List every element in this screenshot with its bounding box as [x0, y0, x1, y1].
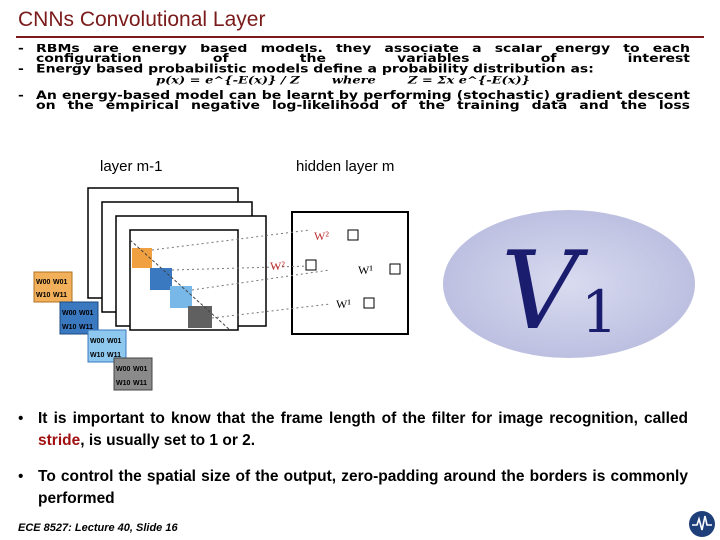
kernel-label: W01 [133, 366, 148, 373]
cnn-diagram: W² W² W¹ W¹ W00 W01 W10 W11 W00 W01 W10 … [33, 187, 409, 391]
receptive-field-lightblue [170, 286, 192, 308]
overlapping-text-block: - RBMs are energy based models. they ass… [18, 44, 690, 147]
kernel-blue: W00 W01 W10 W11 [59, 301, 99, 335]
connection-line [171, 265, 311, 271]
receptive-field-blue [150, 268, 172, 290]
receptive-field-orange [132, 248, 152, 268]
kernel-lightblue: W00 W01 W10 W11 [87, 329, 127, 363]
formula-right: Z = Σx e^{-E(x)} [407, 74, 530, 87]
v1-letter: V [501, 229, 589, 354]
bullet-dash: - [18, 44, 24, 56]
v1-ellipse [443, 210, 695, 358]
top-bullet: - RBMs are energy based models. they ass… [18, 44, 690, 66]
kernel-label: W11 [133, 380, 147, 387]
slide-footer: ECE 8527: Lecture 40, Slide 16 [18, 522, 178, 534]
kernel-label: W11 [107, 352, 121, 359]
top-bullet-text: RBMs are energy based models. they assoc… [36, 44, 690, 66]
kernel-label: W11 [79, 324, 93, 331]
bullet-list: • It is important to know that the frame… [18, 408, 688, 524]
top-bullet-text: Energy based probabilistic models define… [36, 62, 594, 76]
kernel-label: W10 [62, 324, 77, 331]
weight-w1a-box [389, 263, 401, 275]
weight-w2b-label: W² [270, 259, 285, 273]
kernel-label: W11 [53, 292, 67, 299]
formula-left: p(x) = e^{-E(x)} / Z [156, 74, 300, 87]
bullet-text: It is important to know that the frame l… [38, 408, 688, 452]
kernel-label: W01 [79, 310, 94, 317]
bullet-dot: • [18, 410, 24, 427]
bullet-text: To control the spatial size of the outpu… [38, 468, 688, 507]
v1-subscript: 1 [581, 278, 618, 346]
bullet-dash: - [18, 62, 24, 76]
title-rule [16, 36, 704, 38]
bullet-dot: • [18, 468, 24, 485]
layer-m-1-label: layer m-1 [100, 158, 163, 175]
connection-line [191, 269, 331, 291]
kernel-label: W00 [116, 366, 131, 373]
feature-map-front [129, 229, 239, 331]
bullet-item: • It is important to know that the frame… [18, 408, 688, 452]
globe-logo-icon [689, 511, 715, 537]
bullet-item: • To control the spatial size of the out… [18, 466, 688, 510]
energy-formula: p(x) = e^{-E(x)} / Z where Z = Σx e^{-E(… [36, 74, 690, 87]
top-bullet-text: An energy-based model can be learnt by p… [36, 89, 690, 113]
kernel-gray: W00 W01 W10 W11 [113, 357, 153, 391]
weight-w1b-label: W¹ [336, 297, 351, 311]
hidden-layer-label: hidden layer m [296, 158, 395, 175]
kernel-label: W00 [90, 338, 105, 345]
top-bullet: - An energy-based model can be learnt by… [18, 89, 690, 113]
top-bullet: - Energy based probabilistic models defi… [18, 62, 690, 76]
stride-highlight: stride [38, 432, 81, 449]
kernel-label: W10 [36, 292, 51, 299]
kernel-label: W10 [90, 352, 105, 359]
formula-where: where [331, 74, 376, 87]
receptive-field-gray [188, 306, 212, 328]
kernel-label: W01 [107, 338, 122, 345]
diagonal-line [129, 239, 231, 331]
kernel-orange: W00 W01 W10 W11 [33, 271, 73, 303]
weight-w2b-box [305, 259, 317, 271]
kernel-label: W00 [62, 310, 77, 317]
kernel-label: W00 [36, 279, 51, 286]
weight-w2a-box [347, 229, 359, 241]
bullet-text-post: , is usually set to 1 or 2. [80, 432, 256, 449]
connection-line [151, 229, 311, 251]
bullet-text-pre: It is important to know that the frame l… [38, 410, 688, 427]
weight-w1a-label: W¹ [358, 263, 373, 277]
bullet-dash: - [18, 89, 24, 103]
kernel-label: W01 [53, 279, 68, 286]
weight-w1b-box [363, 297, 375, 309]
v1-image: V 1 [443, 210, 695, 358]
weight-w2a-label: W² [314, 229, 329, 243]
slide-title: CNNs Convolutional Layer [18, 8, 266, 31]
kernel-label: W10 [116, 380, 131, 387]
